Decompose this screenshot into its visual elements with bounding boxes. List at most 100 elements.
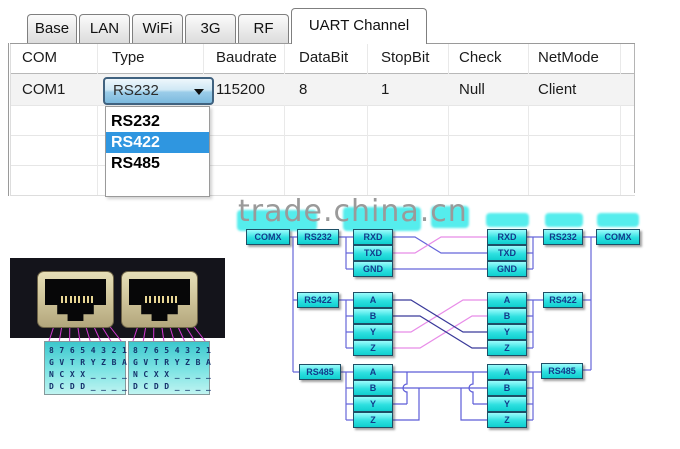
rj45-pin: [91, 296, 93, 303]
rj45-pin: [70, 296, 72, 303]
diagram-right-rs232-box: RS232: [543, 229, 583, 245]
diagram-left-rs485-box: RS485: [299, 364, 341, 380]
rj45-pins-left: [61, 296, 63, 303]
diagram-right-rs422-box: RS422: [543, 292, 583, 308]
diagram-right-txd-box: TXD: [487, 245, 527, 261]
pinout-row-numbers: 8 7 6 5 4 3 2 1: [49, 346, 128, 355]
col-header-databit: DataBit: [299, 49, 349, 66]
grid-line: [11, 135, 634, 136]
tab-wifi[interactable]: WiFi: [132, 14, 183, 43]
dropdown-option-rs422[interactable]: RS422: [106, 132, 209, 153]
type-combobox[interactable]: RS232: [103, 77, 214, 105]
grid-line: [448, 44, 449, 195]
chevron-down-icon: [194, 89, 204, 95]
diagram-right-rxd-box: RXD: [487, 229, 527, 245]
col-header-netmode: NetMode: [538, 49, 599, 66]
grid-line: [284, 44, 285, 195]
diagram-left-rs422-y-box: Y: [353, 324, 393, 340]
diagram-left-txd-box: TXD: [353, 245, 393, 261]
type-combobox-value: RS232: [113, 82, 159, 99]
diagram-right-rs422-b-box: B: [487, 308, 527, 324]
pinout-row-numbers: 8 7 6 5 4 3 2 1: [133, 346, 212, 355]
rj45-pin: [83, 296, 85, 303]
diagram-right-rs485-b-box: B: [487, 380, 527, 396]
diagram-left-rs422-z-box: Z: [353, 340, 393, 356]
watermark-glow: [545, 213, 583, 227]
rj45-pin: [162, 296, 164, 303]
rj45-pin: [65, 296, 67, 303]
pinout-row-signals: G V T R Y Z B A: [133, 358, 212, 367]
cell-stopbit: 1: [381, 81, 390, 98]
pinout-row-line3: N C X X _ _ _ _: [49, 370, 128, 379]
dropdown-option-rs232[interactable]: RS232: [111, 113, 160, 130]
col-header-stopbit: StopBit: [381, 49, 430, 66]
col-header-check: Check: [459, 49, 502, 66]
diagram-left-rxd-box: RXD: [353, 229, 393, 245]
tab-uart-channel[interactable]: UART Channel: [291, 8, 427, 44]
cell-netmode: Client: [538, 81, 577, 98]
pinout-row-signals: G V T R Y Z B A: [49, 358, 128, 367]
grid-line: [620, 44, 621, 195]
grid-line: [11, 165, 634, 166]
grid-line: [11, 105, 634, 106]
diagram-right-rs422-y-box: Y: [487, 324, 527, 340]
diagram-right-rs485-y-box: Y: [487, 396, 527, 412]
rj45-pins-right: [145, 296, 147, 303]
col-header-baudrate: Baudrate: [216, 49, 277, 66]
diagram-right-rs485-a-box: A: [487, 364, 527, 380]
col-header-type: Type: [112, 49, 145, 66]
type-dropdown-list: RS232 RS422 RS485: [105, 106, 210, 197]
rj45-pin: [78, 296, 80, 303]
watermark-glow: [431, 206, 469, 228]
pinout-label-left: 8 7 6 5 4 3 2 1 G V T R Y Z B A N C X X …: [44, 341, 128, 395]
grid-line: [97, 44, 98, 195]
diagram-left-comx-box: COMX: [246, 229, 290, 245]
pinout-label-right: 8 7 6 5 4 3 2 1 G V T R Y Z B A N C X X …: [128, 341, 212, 395]
dropdown-option-rs485[interactable]: RS485: [111, 155, 160, 172]
grid-line: [367, 44, 368, 195]
diagram-right-rs422-a-box: A: [487, 292, 527, 308]
diagram-left-rs422-b-box: B: [353, 308, 393, 324]
diagram-left-rs422-box: RS422: [297, 292, 339, 308]
tab-base[interactable]: Base: [27, 14, 77, 43]
grid-line: [528, 44, 529, 195]
diagram-right-rs485-z-box: Z: [487, 412, 527, 428]
pinout-row-line3: N C X X _ _ _ _: [133, 370, 212, 379]
diagram-left-rs485-z-box: Z: [353, 412, 393, 428]
rj45-pin: [74, 296, 76, 303]
panel-border-left: [8, 43, 9, 196]
watermark-glow: [343, 207, 421, 231]
diagram-right-gnd-box: GND: [487, 261, 527, 277]
panel-border-bottom: [10, 195, 635, 196]
panel-border-right: [634, 43, 635, 193]
pinout-row-line4: D C D D _ _ _ _: [133, 382, 212, 391]
tab-3g[interactable]: 3G: [185, 14, 236, 43]
tab-lan[interactable]: LAN: [79, 14, 130, 43]
panel-border-left-inner: [10, 44, 11, 196]
watermark-text: trade.china.cn: [238, 194, 468, 229]
cell-databit: 8: [299, 81, 308, 98]
diagram-left-rs485-b-box: B: [353, 380, 393, 396]
rj45-pin: [167, 296, 169, 303]
cell-com: COM1: [22, 81, 66, 98]
col-header-com: COM: [22, 49, 57, 66]
pinout-row-line4: D C D D _ _ _ _: [49, 382, 128, 391]
rj45-pin: [171, 296, 173, 303]
watermark-glow: [237, 210, 317, 231]
rj45-pin: [87, 296, 89, 303]
diagram-right-rs422-z-box: Z: [487, 340, 527, 356]
rj45-pin: [154, 296, 156, 303]
tab-rf[interactable]: RF: [238, 14, 289, 43]
cell-baudrate: 115200: [216, 81, 265, 98]
watermark-glow: [486, 213, 529, 227]
diagram-right-comx-box: COMX: [596, 229, 640, 245]
rj45-pin: [158, 296, 160, 303]
diagram-left-rs422-a-box: A: [353, 292, 393, 308]
cell-check: Null: [459, 81, 485, 98]
diagram-left-gnd-box: GND: [353, 261, 393, 277]
watermark-glow: [597, 213, 639, 227]
header-divider: [11, 73, 634, 74]
diagram-left-rs485-a-box: A: [353, 364, 393, 380]
diagram-right-rs485-box: RS485: [541, 363, 583, 379]
